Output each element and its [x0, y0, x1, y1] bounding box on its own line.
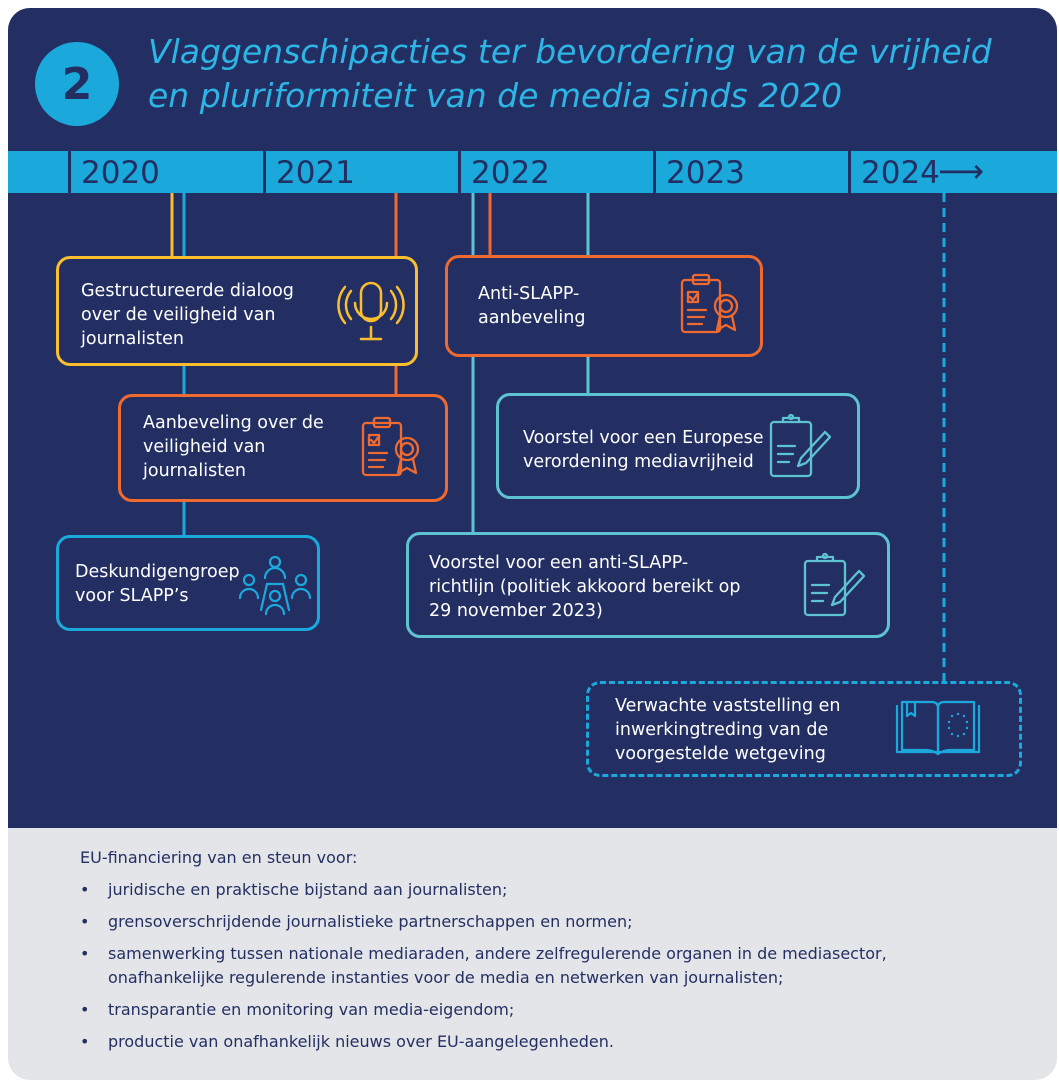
media-freedom-act-line-1: Voorstel voor een Europese [523, 428, 764, 448]
anti-slapp-directive-line-3: 29 november 2023) [429, 601, 603, 621]
bullet: • [80, 944, 90, 963]
list-item-text: juridische en praktische bijstand aan jo… [108, 880, 508, 899]
infographic-panel: 2 Vlaggenschipacties ter bevordering van… [8, 8, 1057, 1080]
expected-adoption-text: Verwachte vaststelling en inwerkingtredi… [615, 694, 841, 766]
bullet: • [80, 1032, 90, 1051]
anti-slapp-directive-line-1: Voorstel voor een anti-SLAPP- [429, 553, 689, 573]
certificate-clipboard-icon [680, 273, 739, 334]
action-box-anti-slapp-recommendation: Anti-SLAPP- aanbeveling [445, 255, 763, 357]
anti-slapp-rec-line-1: Anti-SLAPP- [478, 284, 580, 304]
list-item: • transparantie en monitoring van media-e… [80, 998, 1020, 1022]
clipboard-pen-icon [769, 413, 832, 478]
anti-slapp-directive-text: Voorstel voor een anti-SLAPP- richtlijn … [429, 551, 740, 623]
bullet: • [80, 880, 90, 899]
action-box-media-freedom-act: Voorstel voor een Europese verordening m… [496, 393, 860, 499]
expert-group-line-2: voor SLAPP’s [75, 586, 189, 606]
funding-section: EU-financiering van en steun voor: • juri… [80, 846, 1020, 1062]
bullet: • [80, 1000, 90, 1019]
page-title: Vlaggenschipacties ter bevordering van d… [148, 30, 1028, 118]
recommendation-line-1: Aanbeveling over de [143, 413, 324, 433]
dialogue-line-1: Gestructureerde dialoog [81, 281, 294, 301]
list-item: • samenwerking tussen nationale mediarade… [80, 942, 1020, 990]
funding-lead: EU-financiering van en steun voor: [80, 848, 358, 867]
anti-slapp-rec-text: Anti-SLAPP- aanbeveling [478, 282, 585, 330]
year-2023: 2023 [653, 151, 745, 193]
anti-slapp-directive-line-2: richtlijn (politiek akkoord bereikt op [429, 577, 741, 597]
year-2021: 2021 [263, 151, 355, 193]
action-box-dialogue: Gestructureerde dialoog over de veilighe… [56, 256, 418, 366]
anti-slapp-rec-line-2: aanbeveling [478, 308, 586, 328]
recommendation-text: Aanbeveling over de veiligheid van journ… [143, 411, 324, 483]
microphone-icon [337, 281, 405, 341]
year-2022: 2022 [458, 151, 550, 193]
certificate-clipboard-icon [361, 416, 420, 477]
eu-book-icon [895, 700, 981, 756]
list-item: • grensoverschrijdende journalistieke par… [80, 910, 1020, 934]
year-band [8, 151, 1057, 193]
list-item: • productie van onafhankelijk nieuws over… [80, 1030, 1020, 1054]
list-item-text: grensoverschrijdende journalistieke part… [108, 912, 633, 931]
year-2020: 2020 [68, 151, 160, 193]
expected-adoption-line-2: inwerkingtreding van de [615, 720, 829, 740]
timeline-arrow: ⟶ [938, 152, 984, 190]
meeting-group-icon [238, 555, 312, 616]
title-line-1: Vlaggenschipacties ter bevordering van d… [148, 32, 992, 71]
expert-group-line-1: Deskundigengroep [75, 562, 240, 582]
timeline-section: 2 Vlaggenschipacties ter bevordering van… [8, 8, 1057, 828]
year-2024: 2024 [848, 151, 940, 193]
list-item-text-continued: onafhankelijke regulerende instanties vo… [108, 968, 784, 987]
recommendation-line-2: veiligheid van [143, 437, 266, 457]
list-item: • juridische en praktische bijstand aan j… [80, 878, 1020, 902]
funding-list: • juridische en praktische bijstand aan j… [80, 878, 1020, 1054]
bullet: • [80, 912, 90, 931]
expected-adoption-line-3: voorgestelde wetgeving [615, 744, 826, 764]
expected-adoption-line-1: Verwachte vaststelling en [615, 696, 841, 716]
media-freedom-act-text: Voorstel voor een Europese verordening m… [523, 426, 764, 474]
expert-group-text: Deskundigengroep voor SLAPP’s [75, 560, 240, 608]
list-item-text: transparantie en monitoring van media-ei… [108, 1000, 515, 1019]
section-number-badge: 2 [35, 42, 119, 126]
dialogue-line-2: over de veiligheid van [81, 305, 276, 325]
media-freedom-act-line-2: verordening mediavrijheid [523, 452, 754, 472]
dialogue-line-3: journalisten [81, 329, 184, 349]
list-item-text: productie van onafhankelijk nieuws over … [108, 1032, 614, 1051]
recommendation-line-3: journalisten [143, 461, 246, 481]
dialogue-text: Gestructureerde dialoog over de veilighe… [81, 279, 294, 351]
action-box-anti-slapp-directive: Voorstel voor een anti-SLAPP- richtlijn … [406, 532, 890, 638]
list-item-text: samenwerking tussen nationale mediaraden… [108, 944, 887, 963]
clipboard-pen-icon [803, 552, 866, 617]
action-box-expected-adoption: Verwachte vaststelling en inwerkingtredi… [586, 681, 1022, 777]
action-box-recommendation: Aanbeveling over de veiligheid van journ… [118, 394, 448, 502]
title-line-2: en pluriformiteit van de media sinds 202… [148, 76, 843, 115]
action-box-expert-group: Deskundigengroep voor SLAPP’s [56, 535, 320, 631]
